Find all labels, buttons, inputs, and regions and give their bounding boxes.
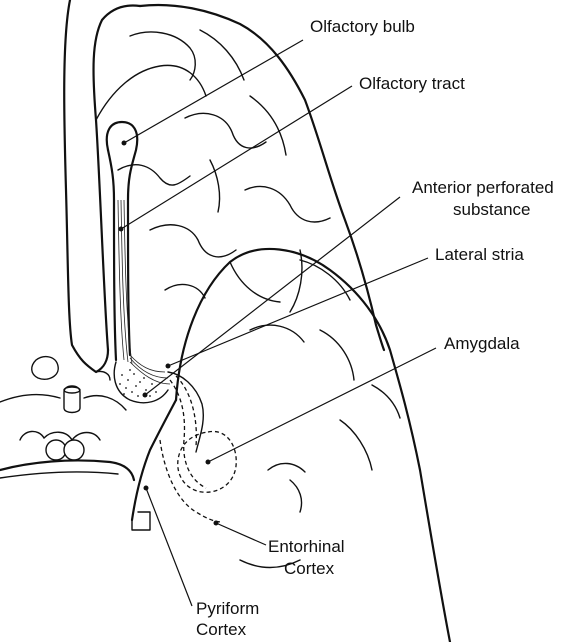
label-olfactory-tract: Olfactory tract <box>359 74 465 93</box>
leader-olfactory-bulb <box>123 39 304 144</box>
anterior-perforated-substance <box>113 361 169 404</box>
label-amygdala: Amygdala <box>444 334 520 353</box>
olfactory-bulb-and-tract <box>105 120 171 385</box>
frontal-lobe <box>63 0 386 374</box>
leader-entorhinal <box>215 522 267 546</box>
label-lateral-stria: Lateral stria <box>435 245 524 264</box>
amygdala-outline <box>177 430 237 493</box>
label-anterior-perforated-line1: Anterior perforated <box>412 178 554 197</box>
leader-anterior-perforated <box>144 196 401 396</box>
leader-lateral-stria <box>167 257 429 367</box>
label-entorhinal-line2: Cortex <box>284 559 335 578</box>
medial-temporal-region <box>159 371 237 523</box>
temporal-lobe <box>130 247 452 642</box>
leader-lines <box>118 39 437 607</box>
label-pyriform-line1: Pyriform <box>196 599 260 618</box>
label-anterior-perforated-line2: substance <box>453 200 531 219</box>
leader-pyriform <box>145 487 193 607</box>
label-entorhinal-line1: Entorhinal <box>268 537 345 556</box>
leader-olfactory-tract <box>120 85 353 230</box>
brainstem-region <box>0 355 151 531</box>
leader-amygdala <box>207 347 437 463</box>
label-pyriform-line2: Cortex <box>196 620 247 639</box>
label-olfactory-bulb: Olfactory bulb <box>310 17 415 36</box>
